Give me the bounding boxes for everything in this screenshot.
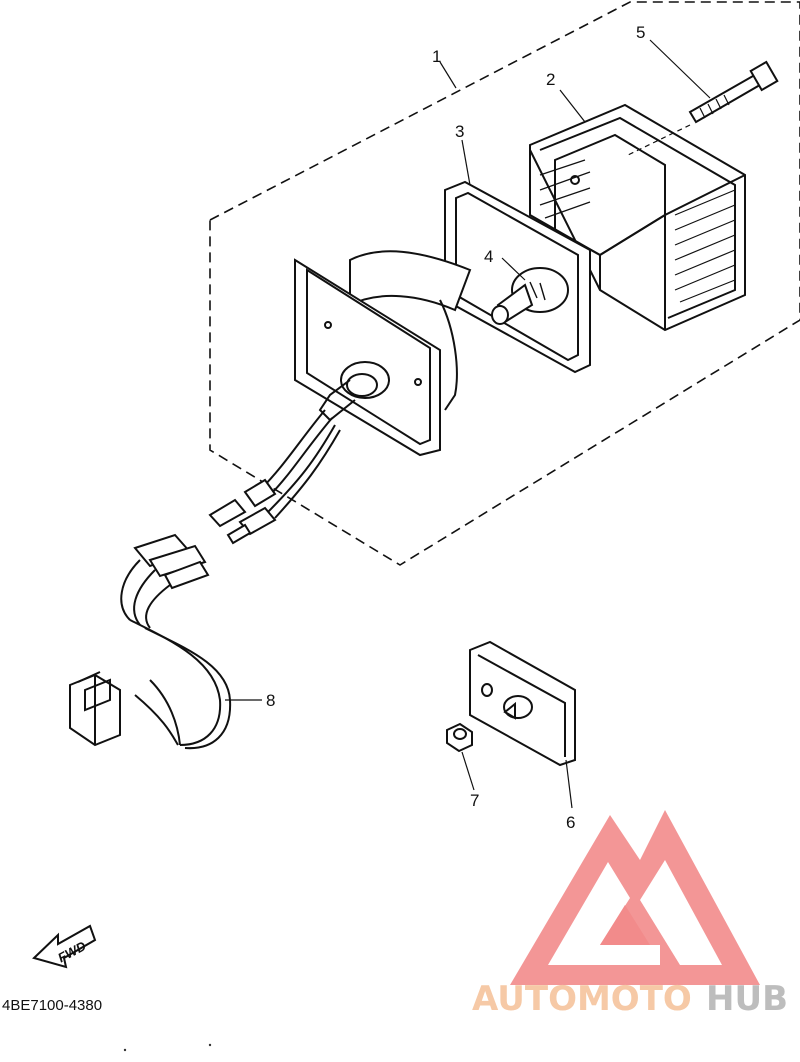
callout-3-leader (461, 139, 471, 186)
callout-6: 6 (566, 813, 575, 832)
watermark-text: AUTOMOTO HUB (472, 979, 788, 1019)
callout-4: 4 (484, 247, 493, 266)
assembly-boundary (209, 1, 800, 566)
callout-2-leader (559, 89, 586, 123)
watermark-text-grey: HUB (706, 979, 788, 1019)
callout-3: 3 (455, 122, 464, 141)
callout-2: 2 (546, 70, 555, 89)
callout-8: 8 (266, 691, 275, 710)
bolt-leader-line (627, 124, 691, 156)
lens-housing (529, 103, 746, 332)
callout-7: 7 (470, 791, 479, 810)
fwd-arrow-icon: FWD (32, 924, 97, 969)
callout-6-leader (565, 759, 573, 809)
nut (446, 722, 473, 753)
speck (123, 1048, 127, 1052)
speck (208, 1043, 212, 1047)
watermark-text-orange: AUTOMOTO (472, 979, 692, 1019)
mounting-bolt (688, 60, 779, 124)
base-wires (208, 409, 341, 545)
license-lamp-lens (469, 640, 576, 767)
callout-4-leader (501, 257, 526, 281)
tail-light-base (294, 250, 472, 457)
callout-5: 5 (636, 23, 645, 42)
callout-1-leader (439, 61, 457, 89)
bulb (491, 267, 569, 325)
watermark-logo (510, 810, 760, 985)
callout-1: 1 (432, 47, 441, 66)
callout-7-leader (461, 751, 475, 791)
callout-5-leader (649, 39, 711, 99)
wire-harness (69, 533, 232, 750)
reflector-pattern (539, 159, 736, 303)
part-code: 4BE7100-4380 (2, 997, 102, 1014)
